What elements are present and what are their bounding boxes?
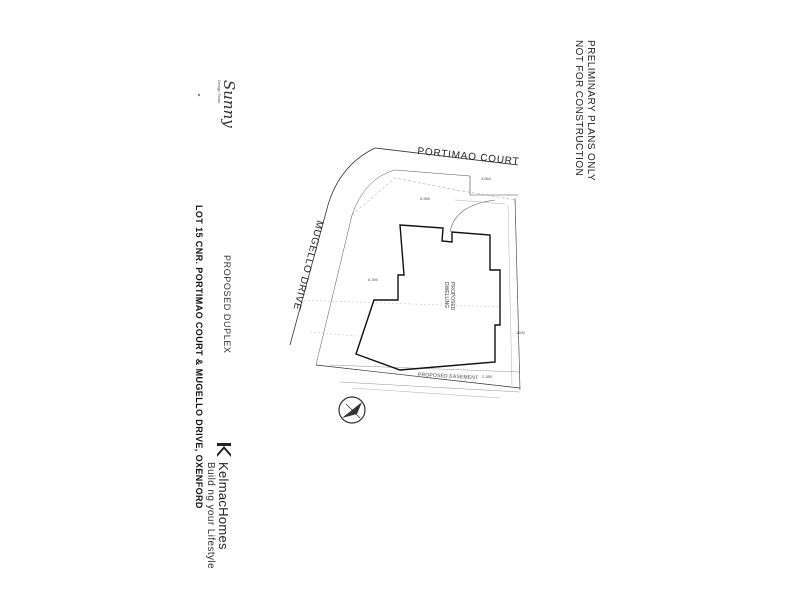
portimao-court-boundary-inner [394, 169, 471, 177]
division-line-1 [295, 299, 501, 308]
partner-logo-wordmark: Sunny [220, 80, 238, 128]
project-title-line-2: LOT 15 CNR. PORTIMAO COURT & MUGELLO DRI… [194, 205, 204, 509]
dimension-text-4: 1500 [516, 330, 525, 335]
driveway-curve [449, 199, 496, 233]
brand-name: KelmacHomes [216, 462, 232, 550]
brand-tagline: Build ng your Lifestyle [205, 462, 216, 570]
mugello-drive-boundary-inner [315, 214, 353, 366]
dimension-text-3: 6.390 [368, 277, 379, 282]
lot-rear-boundary [315, 364, 521, 389]
dimension-line-top [454, 199, 506, 205]
dimension-text-1: 3.664 [481, 176, 492, 181]
partner-logo-mark [197, 93, 201, 97]
dimension-line-bottom [351, 387, 501, 399]
dwelling-label: PROPOSED DWELLING [443, 282, 455, 310]
corner-inner-curve [351, 169, 396, 216]
brand-block: KelmacHomes Build ng your Lifestyle [205, 442, 232, 569]
lot-right-boundary [514, 197, 521, 391]
north-arrow-icon [338, 396, 366, 424]
portimao-court-boundary-outer [374, 147, 519, 166]
corner-truncation-curve [327, 147, 376, 206]
dimension-text-5: 2.380 [482, 374, 493, 379]
dwelling-label-line-2: DWELLING [443, 282, 449, 309]
partner-logo: Sunny Design Team [217, 80, 238, 128]
notice-line-2: NOT FOR CONSTRUCTION [573, 40, 584, 177]
preliminary-notice: PRELIMINARY PLANS ONLY NOT FOR CONSTRUCT… [572, 40, 596, 181]
dimension-line-right [507, 204, 513, 386]
kelmac-logo-icon [216, 442, 232, 458]
dimension-text-2: 5.960 [420, 196, 431, 201]
division-line-2 [309, 331, 357, 337]
mugello-drive-boundary-outer [289, 204, 329, 346]
lot-boundary [315, 177, 521, 389]
easement-line-2 [339, 381, 521, 393]
proposed-dwelling-outline [355, 224, 501, 371]
notice-line-1: PRELIMINARY PLANS ONLY [585, 40, 596, 182]
dwelling-label-line-1: PROPOSED [449, 282, 455, 311]
